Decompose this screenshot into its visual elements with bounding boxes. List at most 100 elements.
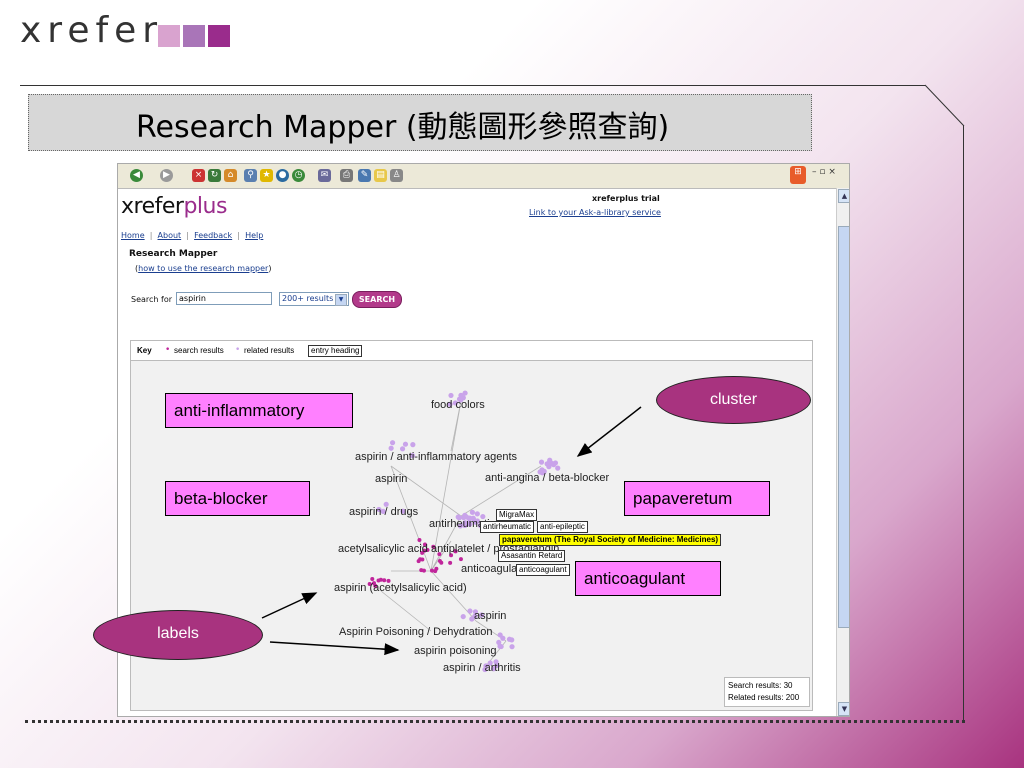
- search-result-node[interactable]: [431, 544, 436, 549]
- search-result-node[interactable]: [367, 581, 372, 586]
- related-result-node[interactable]: [483, 663, 489, 669]
- mail-icon[interactable]: ✉: [318, 169, 331, 182]
- ask-library-link[interactable]: Link to your Ask-a-library service: [529, 208, 661, 217]
- window-controls[interactable]: – ▫ ×: [812, 167, 836, 177]
- related-result-node[interactable]: [462, 522, 468, 528]
- related-result-node[interactable]: [383, 501, 389, 507]
- related-result-node[interactable]: [547, 457, 553, 463]
- related-result-node[interactable]: [469, 616, 475, 622]
- related-result-node[interactable]: [537, 469, 543, 475]
- map-term[interactable]: Aspirin Poisoning / Dehydration: [339, 626, 493, 638]
- related-result-node[interactable]: [493, 659, 499, 665]
- related-result-node[interactable]: [462, 390, 468, 396]
- entry-label[interactable]: antirheumatic: [480, 521, 535, 533]
- edit-icon[interactable]: ✎: [358, 169, 371, 182]
- scroll-up-icon[interactable]: ▲: [838, 189, 849, 203]
- related-result-node[interactable]: [487, 660, 493, 666]
- search-result-node[interactable]: [437, 559, 442, 564]
- related-result-node[interactable]: [389, 440, 396, 446]
- scroll-down-icon[interactable]: ▼: [838, 702, 849, 716]
- related-result-node[interactable]: [490, 666, 497, 672]
- map-term[interactable]: aspirin: [375, 473, 408, 485]
- search-result-node[interactable]: [382, 578, 387, 583]
- search-result-node[interactable]: [429, 568, 434, 573]
- search-result-node[interactable]: [422, 548, 427, 553]
- entry-label-highlighted[interactable]: papaveretum (The Royal Society of Medici…: [499, 534, 722, 546]
- related-result-node[interactable]: [457, 523, 463, 529]
- search-icon[interactable]: ⚲: [244, 169, 257, 182]
- related-result-node[interactable]: [460, 613, 466, 620]
- map-term[interactable]: antirheumatic: [429, 518, 496, 530]
- results-select[interactable]: 200+ results ▼: [279, 292, 349, 306]
- search-result-node[interactable]: [418, 557, 423, 562]
- nav-about[interactable]: About: [157, 231, 182, 240]
- related-result-node[interactable]: [509, 644, 515, 650]
- related-result-node[interactable]: [458, 392, 464, 398]
- map-term[interactable]: food colors: [431, 399, 485, 411]
- related-result-node[interactable]: [473, 519, 479, 525]
- nav-home[interactable]: Home: [121, 231, 145, 240]
- search-input[interactable]: aspirin: [176, 292, 272, 305]
- related-result-node[interactable]: [470, 515, 476, 522]
- related-result-node[interactable]: [410, 442, 416, 448]
- search-result-node[interactable]: [448, 560, 453, 565]
- related-result-node[interactable]: [509, 637, 515, 643]
- messenger-icon[interactable]: ♙: [390, 169, 403, 182]
- map-term[interactable]: aspirin / drugs: [349, 506, 419, 518]
- search-result-node[interactable]: [437, 552, 442, 557]
- related-result-node[interactable]: [399, 446, 406, 452]
- search-result-node[interactable]: [386, 578, 391, 583]
- stop-icon[interactable]: ×: [192, 169, 205, 182]
- search-result-node[interactable]: [433, 569, 438, 574]
- related-result-node[interactable]: [402, 441, 409, 447]
- related-result-node[interactable]: [472, 609, 479, 615]
- search-result-node[interactable]: [425, 547, 430, 552]
- home-icon[interactable]: ⌂: [224, 169, 237, 182]
- related-result-node[interactable]: [496, 639, 502, 646]
- refresh-icon[interactable]: ↻: [208, 169, 221, 182]
- related-result-node[interactable]: [376, 506, 382, 513]
- entry-label[interactable]: anticoagulant: [516, 564, 570, 576]
- related-result-node[interactable]: [538, 459, 545, 465]
- map-term[interactable]: aspirin / anti-inflammatory agents: [355, 451, 518, 463]
- search-result-node[interactable]: [370, 577, 375, 582]
- discuss-icon[interactable]: ▤: [374, 169, 387, 182]
- related-result-node[interactable]: [452, 400, 458, 406]
- map-term[interactable]: aspirin: [474, 610, 507, 622]
- search-result-node[interactable]: [449, 553, 454, 558]
- search-result-node[interactable]: [376, 578, 381, 583]
- related-result-node[interactable]: [479, 612, 485, 618]
- scroll-thumb[interactable]: [838, 226, 849, 628]
- search-result-node[interactable]: [453, 549, 458, 554]
- map-term[interactable]: aspirin (acetylsalicylic acid): [334, 582, 467, 594]
- related-result-node[interactable]: [467, 521, 473, 527]
- search-result-node[interactable]: [458, 557, 463, 562]
- favorites-icon[interactable]: ★: [260, 169, 273, 182]
- entry-label[interactable]: MigraMax: [496, 509, 538, 521]
- related-result-node[interactable]: [460, 514, 467, 521]
- related-result-node[interactable]: [469, 509, 476, 515]
- related-result-node[interactable]: [551, 462, 557, 468]
- nav-help[interactable]: Help: [245, 231, 264, 240]
- search-result-node[interactable]: [371, 581, 376, 586]
- forward-icon[interactable]: ▶: [160, 169, 173, 182]
- search-button[interactable]: SEARCH: [352, 291, 402, 308]
- print-icon[interactable]: ⎙: [340, 169, 353, 182]
- related-result-node[interactable]: [500, 635, 506, 641]
- related-result-node[interactable]: [467, 608, 473, 614]
- related-result-node[interactable]: [388, 445, 394, 451]
- history-icon[interactable]: ◷: [292, 169, 305, 182]
- related-result-node[interactable]: [409, 452, 416, 459]
- map-term[interactable]: aspirin / arthritis: [443, 662, 521, 674]
- related-result-node[interactable]: [541, 468, 547, 474]
- map-term[interactable]: acetylsalicylic acid: [338, 543, 428, 555]
- nav-feedback[interactable]: Feedback: [194, 231, 233, 240]
- map-term[interactable]: anticoagulant: [461, 563, 527, 575]
- chevron-down-icon[interactable]: ▼: [335, 294, 347, 306]
- entry-label[interactable]: Asasantin Retard: [498, 550, 566, 562]
- related-result-node[interactable]: [380, 508, 386, 514]
- related-result-node[interactable]: [448, 392, 454, 399]
- entry-label[interactable]: anti-epileptic: [537, 521, 588, 533]
- search-result-node[interactable]: [421, 568, 426, 573]
- related-result-node[interactable]: [474, 511, 480, 517]
